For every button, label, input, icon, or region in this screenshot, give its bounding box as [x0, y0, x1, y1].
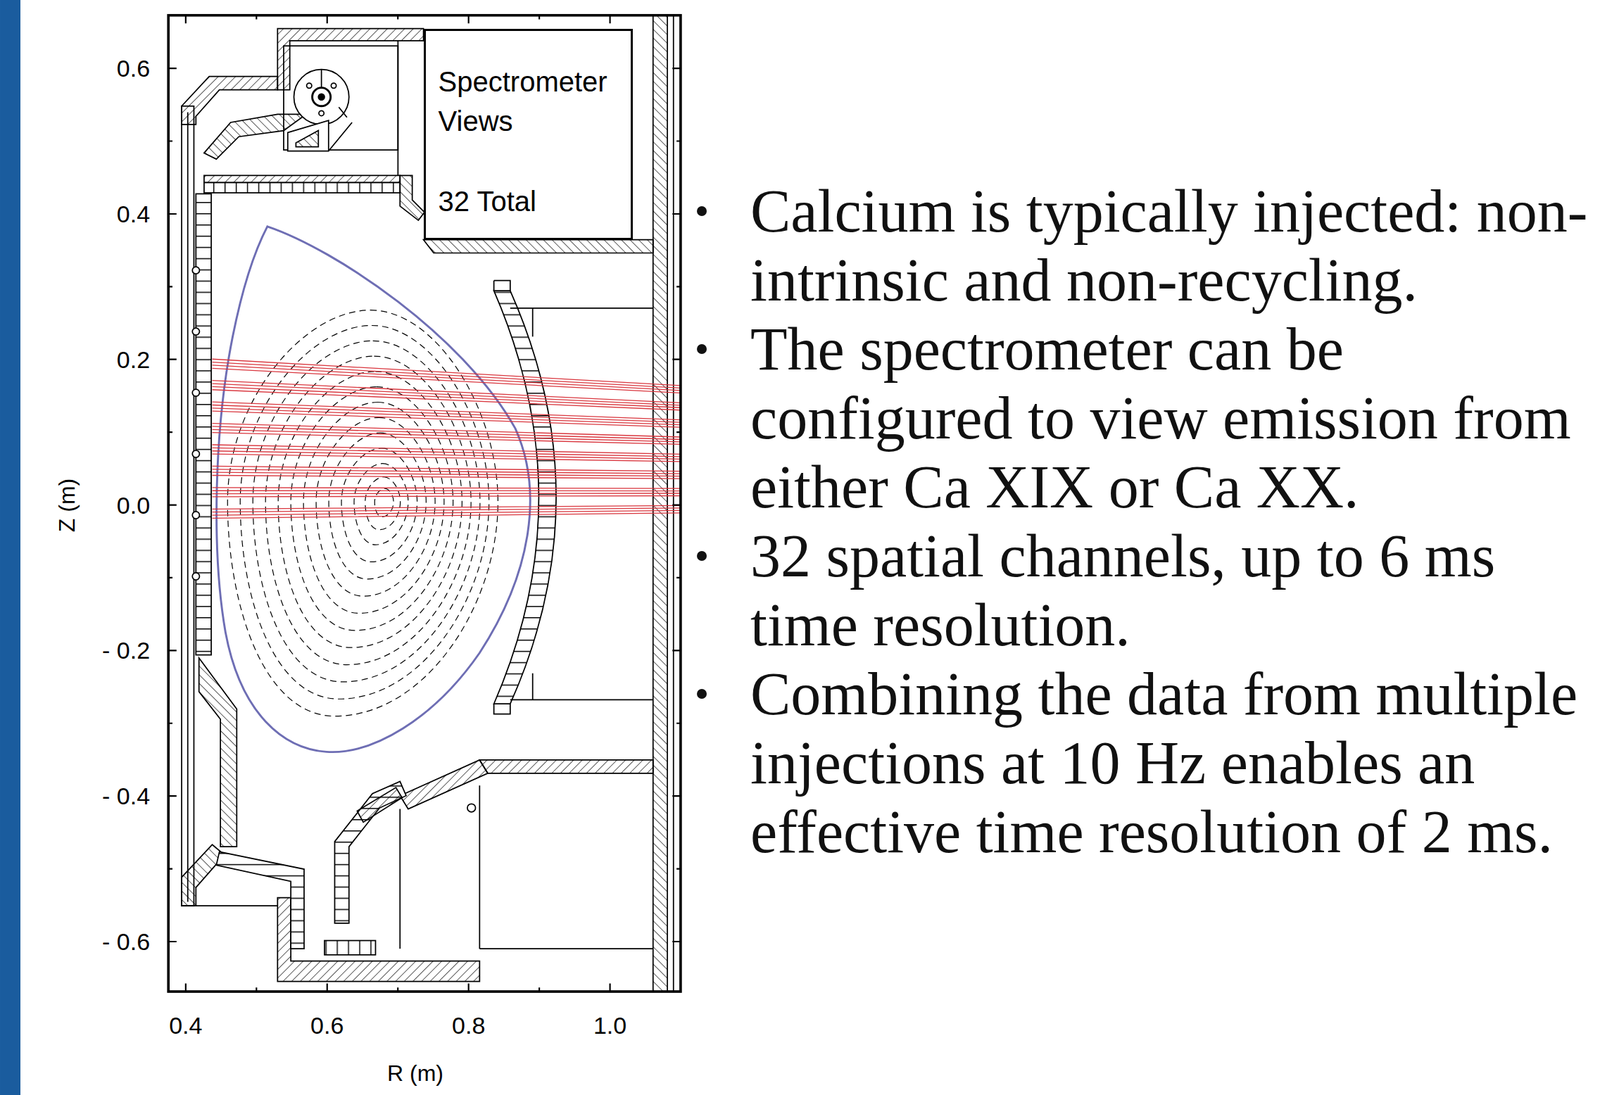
- vessel-wall: [328, 122, 352, 152]
- bullet-text: 32 spatial channels, up to 6 ms time res…: [750, 521, 1595, 660]
- flux-surface: [341, 448, 418, 563]
- vessel-wall: [397, 40, 399, 176]
- vessel-wall: [277, 898, 480, 982]
- tick-label: 0.4: [116, 199, 150, 229]
- vessel-wall: [467, 803, 476, 813]
- vessel-wall: [293, 69, 349, 125]
- axis-title: R (m): [387, 1059, 444, 1088]
- vessel-wall: [494, 280, 511, 715]
- vessel-wall: [204, 182, 400, 193]
- bullet-item: 32 spatial channels, up to 6 ms time res…: [750, 521, 1595, 660]
- bullet-text: The spectrometer can be configured to vi…: [750, 314, 1595, 522]
- axis-title: Z (m): [53, 477, 82, 532]
- vessel-wall: [399, 760, 488, 810]
- vessel-wall: [192, 572, 200, 581]
- vessel-wall: [306, 83, 312, 88]
- vessel-wall: [195, 193, 212, 655]
- vessel-wall: [192, 266, 200, 274]
- bullet-item: Combining the data from multiple injecti…: [750, 659, 1595, 867]
- vessel-wall: [399, 809, 401, 950]
- vessel-wall: [330, 83, 336, 88]
- vessel-wall: [181, 844, 225, 906]
- plasma-boundary: [216, 226, 531, 753]
- vessel-wall: [510, 699, 654, 702]
- tick-label: - 0.2: [102, 636, 150, 665]
- vessel-wall: [324, 941, 376, 956]
- bullet-dot: [696, 551, 707, 562]
- vessel-wall: [295, 130, 319, 148]
- vessel-wall: [192, 389, 200, 397]
- bullet-text: Calcium is typically injected: non-intri…: [750, 176, 1595, 315]
- vessel-wall: [199, 658, 238, 847]
- plot-frame: [168, 15, 681, 992]
- vessel-wall: [479, 948, 653, 950]
- flux-surface: [354, 463, 409, 545]
- vessel-wall: [192, 511, 200, 519]
- flux-surface: [316, 417, 436, 597]
- sight-lines: [212, 358, 681, 519]
- vessel-wall: [479, 760, 653, 774]
- vessel-wall: [478, 785, 481, 949]
- vessel-wall: [532, 308, 534, 338]
- vessel-wall: [653, 15, 668, 992]
- tick-label: 0.0: [116, 491, 150, 520]
- box-text: 32 Total: [438, 181, 619, 222]
- tick-label: 0.2: [116, 345, 150, 374]
- tick-label: 0.6: [310, 1011, 344, 1040]
- vessel-wall: [318, 93, 325, 100]
- vessel-wall: [318, 110, 324, 116]
- vessel-wall: [181, 905, 278, 907]
- tick-label: 0.4: [168, 1011, 203, 1040]
- bullet-dot: [696, 689, 707, 699]
- legend-box: Spectrometer Views 32 Total: [423, 28, 633, 241]
- flux-surface: [365, 477, 401, 531]
- vessel-wall: [532, 673, 534, 701]
- bullet-item: The spectrometer can be configured to vi…: [750, 314, 1595, 522]
- vessel-wall: [204, 175, 400, 183]
- axis-ticks: [168, 15, 681, 992]
- tick-label: 0.6: [116, 54, 150, 83]
- bullet-dot: [696, 344, 707, 355]
- bullet-text: Combining the data from multiple injecti…: [750, 659, 1595, 867]
- tick-label: - 0.6: [102, 927, 150, 956]
- vessel-wall: [192, 450, 200, 458]
- box-text: Spectrometer Views: [438, 61, 619, 141]
- tick-label: - 0.4: [102, 782, 150, 811]
- vessel-wall: [181, 106, 194, 906]
- vessel-wall: [287, 120, 329, 151]
- tick-label: 1.0: [593, 1011, 627, 1040]
- side-bar: [0, 0, 21, 1095]
- vessel-wall: [320, 69, 323, 88]
- vessel-wall: [423, 240, 654, 254]
- vessel-wall: [187, 111, 189, 902]
- vessel-wall: [181, 15, 674, 992]
- bullet-list: Calcium is typically injected: non-intri…: [750, 176, 1595, 867]
- vessel-wall: [334, 781, 406, 923]
- bullet-dot: [696, 206, 707, 217]
- vessel-wall: [192, 328, 200, 336]
- vessel-wall: [672, 15, 675, 992]
- flux-surface: [374, 488, 394, 517]
- tick-label: 0.8: [451, 1011, 485, 1040]
- vessel-wall: [510, 307, 654, 310]
- vessel-wall: [312, 87, 331, 107]
- vessel-wall: [494, 290, 557, 704]
- vessel-wall: [399, 175, 425, 221]
- vessel-wall: [216, 851, 305, 949]
- flux-surface: [240, 325, 489, 699]
- vessel-wall: [356, 787, 402, 823]
- bullet-item: Calcium is typically injected: non-intri…: [750, 176, 1595, 315]
- vessel-wall: [338, 106, 348, 117]
